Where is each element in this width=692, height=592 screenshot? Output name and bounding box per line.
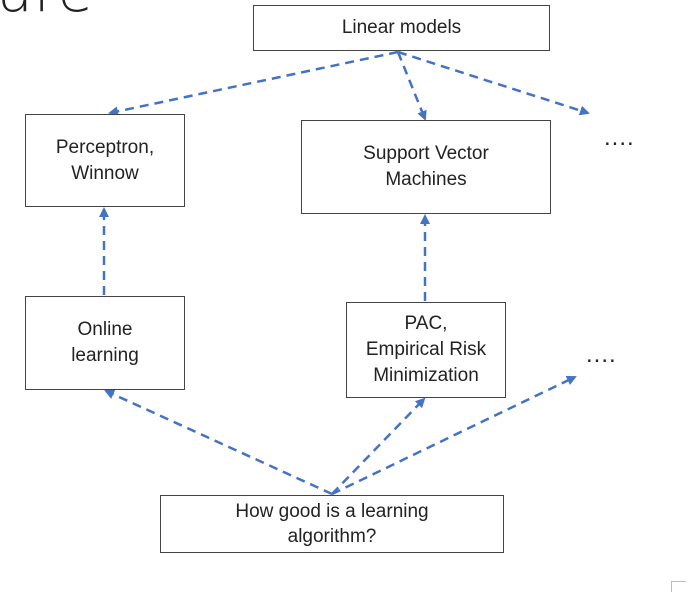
node-perceptron-winnow: Perceptron, Winnow [25, 114, 185, 207]
node-linear-models: Linear models [253, 5, 550, 51]
edge-howgood-to-online [104, 389, 333, 496]
slide-corner-mark [671, 581, 686, 592]
edge-linear-to-perceptron [108, 50, 399, 117]
node-support-vector-machines: Support Vector Machines [301, 120, 551, 214]
node-pac-erm: PAC, Empirical Risk Minimization [346, 302, 506, 398]
ellipsis-top: .... [604, 124, 635, 151]
ellipsis-middle: .... [586, 341, 617, 368]
edge-linear-to-ellipsis [397, 50, 590, 116]
edge-howgood-to-pac [331, 397, 426, 495]
node-how-good-question: How good is a learning algorithm? [160, 495, 504, 553]
slide-title-fragment: ure [0, 0, 94, 20]
node-online-learning: Online learning [25, 296, 185, 390]
edge-linear-to-svm [396, 51, 427, 121]
